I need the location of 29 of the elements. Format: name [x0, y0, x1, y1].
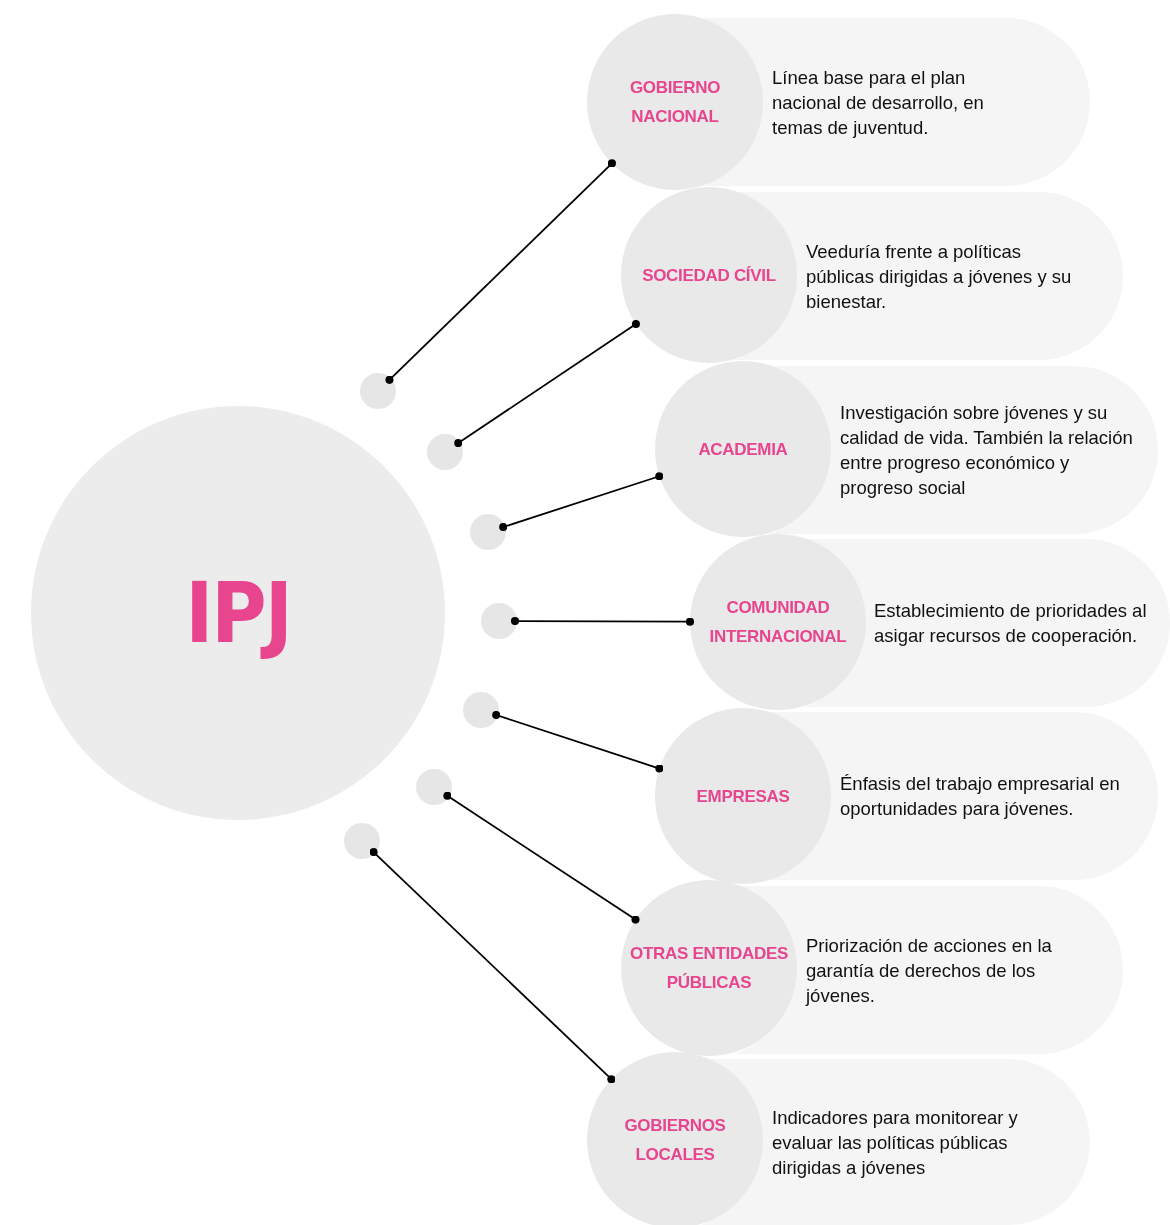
- connector-line: [510, 617, 695, 626]
- connector-line: [492, 710, 664, 773]
- connector-dot-circle: [360, 373, 396, 409]
- stakeholder-name: COMUNIDAD INTERNACIONAL: [708, 597, 848, 648]
- connector-dot-circle: [463, 692, 499, 728]
- connector-line: [443, 791, 640, 924]
- description-text: Establecimiento de prioridades al asigar recursos de cooperación.: [874, 599, 1148, 648]
- stakeholder-name: GOBIERNOS LOCALES: [623, 1115, 727, 1166]
- stakeholder-name: ACADEMIA: [697, 438, 789, 461]
- connector-dot-circle: [416, 769, 452, 805]
- description-text: Énfasis del trabajo empresarial en oportunidades para jóvenes.: [840, 772, 1121, 821]
- description-text: Línea base para el plan nacional de desarrollo, en temas de juventud.: [772, 65, 985, 140]
- description-text: Priorización de acciones en la garantía de derechos de los jóvenes.: [806, 933, 1053, 1008]
- stakeholder-name: GOBIERNO NACIONAL: [628, 77, 722, 128]
- hub-title: IPJ: [185, 564, 291, 662]
- connector-dot-circle: [481, 603, 517, 639]
- stakeholder-name: SOCIEDAD CÍVIL: [641, 264, 777, 287]
- connector-dot-circle: [344, 823, 380, 859]
- connector-line: [369, 848, 616, 1084]
- connector-dot-circle: [427, 434, 463, 470]
- description-text: Veeduría frente a políticas públicas dirigidas a jóvenes y su bienestar.: [806, 239, 1073, 314]
- connector-line: [385, 159, 616, 384]
- description-text: Indicadores para monitorear y evaluar las políticas públicas dirigidas a jóvenes: [772, 1105, 1019, 1180]
- connector-line: [499, 472, 664, 532]
- stakeholder-name: OTRAS ENTIDADES PÚBLICAS: [629, 943, 789, 994]
- description-text: Investigación sobre jóvenes y su calidad de vida. También la relación entre progreso económico y progreso social: [840, 401, 1134, 500]
- stakeholder-name: EMPRESAS: [695, 785, 791, 808]
- connector-line: [454, 319, 640, 448]
- connector-dot-circle: [470, 514, 506, 550]
